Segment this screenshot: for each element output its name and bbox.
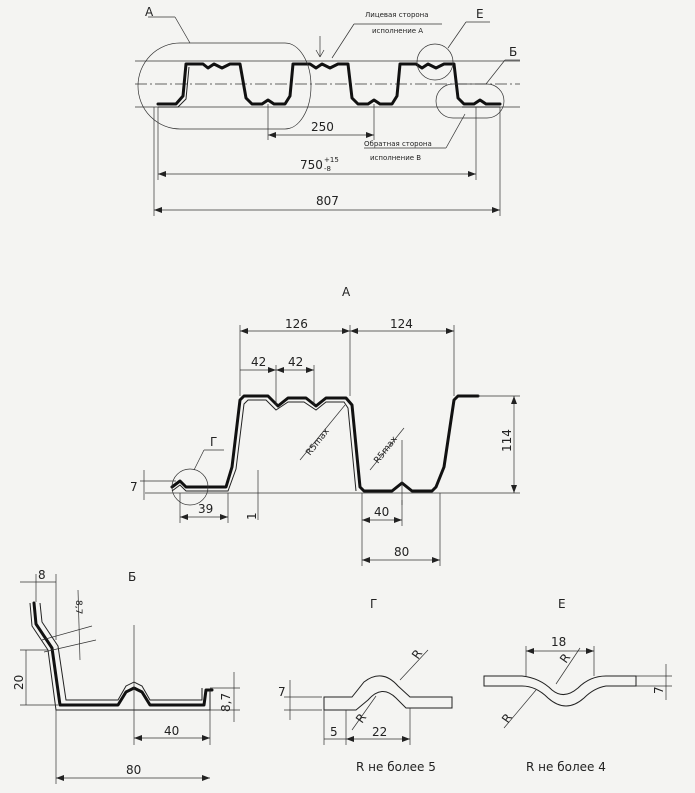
label-g: Г — [210, 435, 217, 449]
view-g-note: R не более 5 — [356, 760, 436, 774]
back-side-line1: Обратная сторона — [364, 140, 432, 148]
callout-b-outline — [435, 83, 505, 119]
callout-a-outline — [137, 42, 312, 130]
dim-750-tol-plus: +15 — [324, 156, 339, 164]
label-e: Е — [476, 7, 484, 21]
dim-7-e: 7 — [652, 686, 666, 694]
dim-114: 114 — [500, 429, 514, 452]
view-e-title: Е — [558, 597, 566, 611]
view-a-profile — [170, 394, 480, 493]
dim-8-7-b: 8,7 — [219, 693, 233, 712]
dim-r-e-a: R — [557, 651, 573, 666]
dim-8: 8 — [38, 568, 46, 582]
dim-8-7-a: 8,7 — [73, 600, 83, 614]
view-e-note: R не более 4 — [526, 760, 606, 774]
callout-e-circle — [416, 43, 454, 81]
view-b: Б 8 8,7 20 8,7 40 — [12, 568, 240, 784]
label-b: Б — [509, 45, 517, 59]
label-a: А — [145, 5, 154, 19]
view-g-title: Г — [370, 597, 377, 611]
dim-r-g-a: R — [409, 647, 425, 662]
dim-r5max-1: R5max — [304, 426, 332, 458]
profile-outline — [156, 62, 502, 106]
dim-5: 5 — [330, 725, 338, 739]
view-g-profile — [323, 675, 453, 711]
view-a-title: А — [342, 285, 351, 299]
dim-750-tol-minus: -8 — [324, 165, 331, 173]
face-side-line2: исполнение А — [372, 27, 423, 35]
dim-42b: 42 — [288, 355, 303, 369]
dim-807: 807 — [316, 194, 339, 208]
view-b-profile — [32, 601, 214, 707]
dim-750: 750 — [300, 158, 323, 172]
dim-7-a: 7 — [130, 480, 138, 494]
dim-1: 1 — [245, 512, 259, 520]
dim-250: 250 — [311, 120, 334, 134]
dim-20: 20 — [12, 675, 26, 690]
callout-g-circle — [171, 468, 209, 506]
dim-18: 18 — [551, 635, 566, 649]
dim-r-g-b: R — [353, 711, 369, 726]
dim-126: 126 — [285, 317, 308, 331]
back-side-line2: исполнение В — [370, 154, 421, 162]
top-view: А Е Б Лицевая сторона исполнение А Обрат… — [135, 5, 520, 216]
dim-40-a: 40 — [374, 505, 389, 519]
view-e: Е 18 R R 7 R не более 4 — [483, 597, 672, 774]
face-side-line1: Лицевая сторона — [365, 11, 429, 19]
dim-40-b: 40 — [164, 724, 179, 738]
dim-42a: 42 — [251, 355, 266, 369]
dim-22: 22 — [372, 725, 387, 739]
view-e-profile — [483, 675, 637, 707]
dim-39: 39 — [198, 502, 213, 516]
dim-124: 124 — [390, 317, 413, 331]
view-g: Г 7 R R 5 22 R не более 5 — [278, 597, 453, 774]
dim-80-b: 80 — [126, 763, 141, 777]
dim-r5max-2: R5max — [372, 434, 400, 466]
dim-7-g: 7 — [278, 685, 286, 699]
view-b-title: Б — [128, 570, 136, 584]
dim-80-a: 80 — [394, 545, 409, 559]
view-a: А 126 124 42 42 R5max R5max — [130, 285, 520, 566]
dim-r-e-b: R — [499, 711, 515, 726]
